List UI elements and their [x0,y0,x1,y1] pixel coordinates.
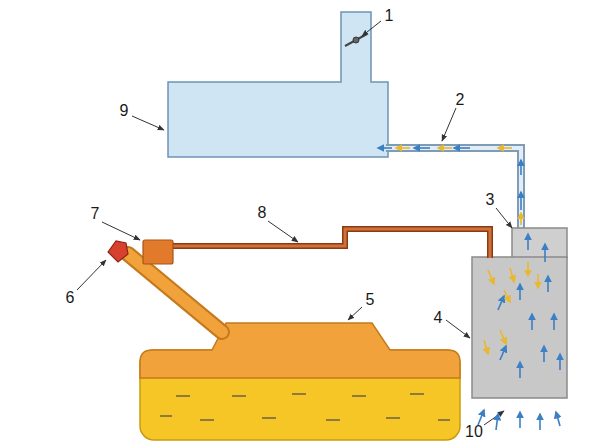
vapor-flow-arrow [500,330,506,344]
air-flow-arrow [544,244,546,262]
purge-pipe-core [170,229,490,258]
vapor-pipe [386,148,521,230]
vapor-flow-arrow [510,268,514,282]
callout-number: 1 [385,8,394,24]
vapor-flow-arrow [488,270,494,284]
fuel-dashes [160,394,450,420]
vapor-flow-arrow [396,147,410,149]
callout-number: 9 [120,103,129,119]
air-flow-arrow [414,147,430,149]
air-flow-arrow [519,412,521,428]
callout-number: 4 [434,310,443,326]
purge-pipe [170,229,490,258]
intake-manifold [140,323,460,378]
air-flow-arrow [498,296,504,310]
air-flow-arrow [378,147,392,149]
air-flow-arrow [520,192,522,210]
purge-valve [143,240,173,264]
callout-number: 8 [258,205,267,221]
callout-number: 10 [465,424,483,440]
canister-top [512,228,567,258]
intake-runner [128,254,222,332]
vapor-flow-arrow [438,147,452,149]
vapor-flow-arrow [527,262,529,276]
vapor-flow-arrow [484,340,488,354]
filler-valve [345,34,367,46]
red-cap [108,241,128,262]
callout-number: 3 [486,192,495,208]
air-flow-arrow [520,160,522,175]
air-flow-arrow [500,346,506,360]
vapor-flow-arrow [498,147,512,149]
fuel-tank [168,12,388,157]
leader-lines [77,21,512,425]
callout-number: 2 [456,92,465,108]
air-flow-arrow [527,234,529,250]
vapor-flow-arrow [520,213,522,225]
air-flow-arrow [496,414,498,430]
intake-runner-fill [128,254,222,332]
vapor-flow-arrow [537,274,539,288]
air-flow-arrow [539,414,541,430]
air-flow-arrow [556,412,560,426]
air-flow-arrow [519,362,521,378]
callout-number: 6 [66,290,75,306]
charcoal-canister [472,257,567,398]
callout-number: 5 [366,292,375,308]
vapor-flow-arrow [504,290,510,302]
air-flow-arrow [519,284,521,300]
air-flow-arrow [559,354,561,370]
air-flow-arrow [553,314,555,330]
air-flow-arrow [531,314,533,330]
callout-number: 7 [91,206,100,222]
air-flow-arrow [547,276,549,292]
air-flow-arrow [543,346,545,362]
air-flow-arrow [454,147,470,149]
air-flow-arrow [478,410,484,425]
